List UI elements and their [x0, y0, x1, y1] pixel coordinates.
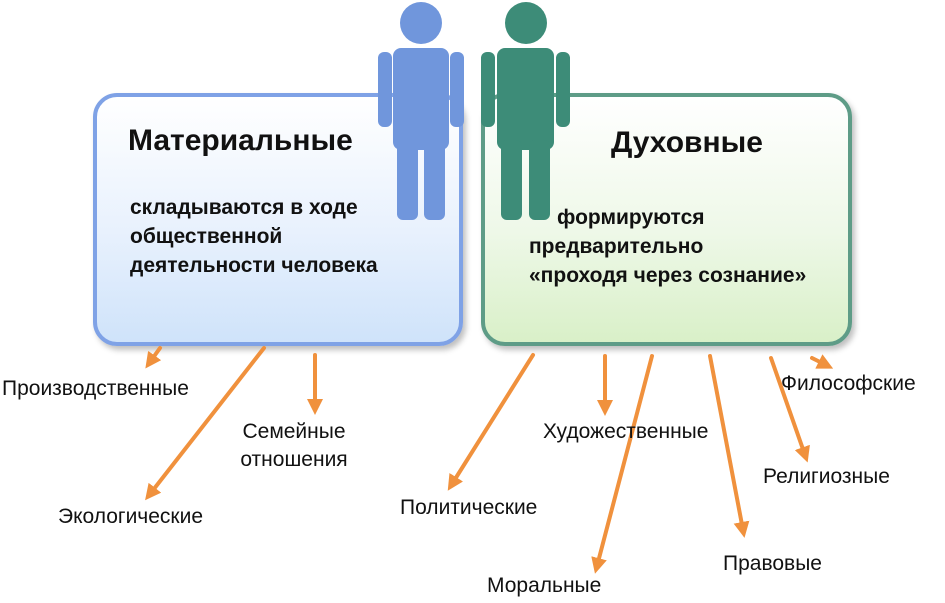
label-ecological: Экологические [58, 505, 204, 528]
arrow-legal [708, 354, 750, 538]
label-production: Производственные [2, 377, 189, 400]
label-family: Семейные отношения [232, 418, 356, 474]
material-description-line-2: общественной [130, 225, 283, 248]
spiritual-description: формируются предварительно «проходя чере… [529, 203, 806, 290]
spiritual-title: Духовные [611, 126, 763, 159]
label-legal: Правовые [723, 552, 822, 575]
arrow-philosophical [810, 354, 834, 369]
spiritual-description-line-2: предварительно [529, 235, 704, 258]
label-artistic: Художественные [543, 420, 709, 443]
label-moral: Моральные [487, 574, 602, 597]
person-icon-right [481, 2, 570, 220]
material-title: Материальные [128, 124, 353, 157]
material-description-line-1: складываются в ходе [130, 196, 358, 219]
arrow-production [145, 346, 162, 369]
arrow-political [447, 353, 535, 491]
arrow-ecological [145, 346, 266, 501]
label-religious: Религиозные [763, 465, 890, 488]
spiritual-description-line-1: формируются [557, 206, 705, 229]
person-icon-left [378, 2, 464, 220]
spiritual-description-line-3: «проходя через сознание» [529, 264, 807, 287]
arrow-religious [769, 356, 810, 463]
arrow-moral [591, 354, 654, 574]
label-family-line-1: Семейные [242, 420, 346, 443]
label-philosophical: Философские [781, 372, 916, 395]
label-family-line-2: отношения [240, 448, 348, 471]
label-political: Политические [400, 496, 538, 519]
material-description-line-3: деятельности человека [130, 254, 378, 277]
material-description: складываются в ходе общественной деятель… [130, 193, 378, 280]
